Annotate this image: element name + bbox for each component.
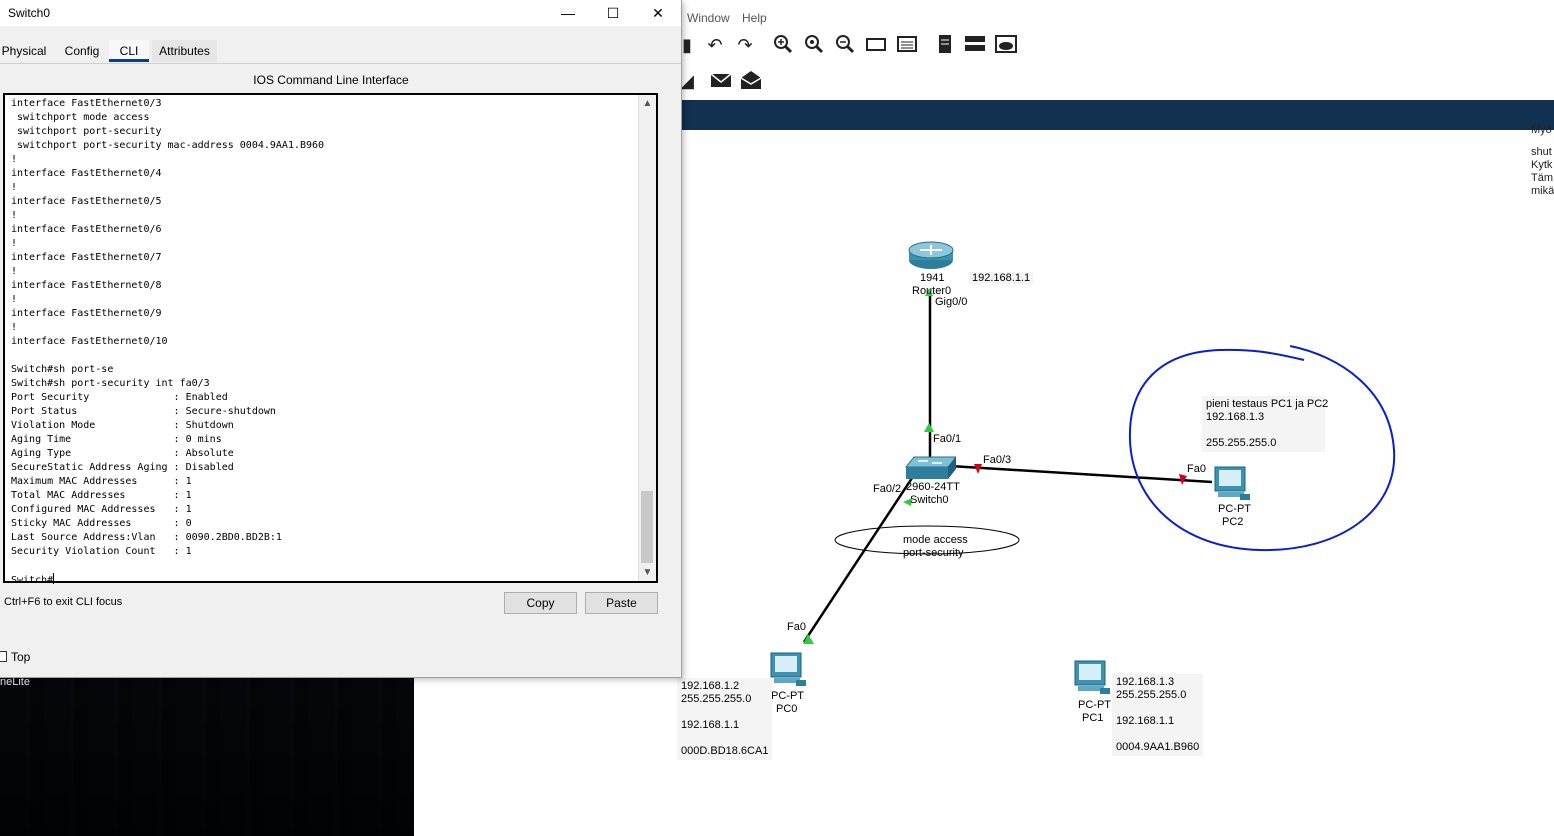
pc-icon (770, 652, 806, 686)
open-mail-icon[interactable] (740, 70, 762, 92)
cli-prompt: Switch# (11, 575, 54, 586)
pc0-name: PC0 (776, 703, 798, 715)
switch-device[interactable] (904, 455, 958, 484)
top-checkbox-label: Top (11, 650, 31, 664)
router-model: 1941 (920, 272, 945, 284)
desktop-app-label: neLite (0, 676, 30, 688)
menu-window[interactable]: Window (687, 11, 730, 25)
scrollbar-thumb[interactable] (641, 491, 653, 563)
pc-icon (1074, 660, 1110, 694)
active-tab-indicator (109, 59, 149, 62)
link-light-pc2 (1179, 474, 1187, 485)
pc1-info-note: 192.168.1.3 255.255.255.0 192.168.1.1 00… (1112, 674, 1204, 756)
cli-scrollbar[interactable]: ▲ ▼ (638, 95, 656, 581)
pc1-name: PC1 (1082, 712, 1104, 724)
rectangle-icon[interactable] (865, 34, 887, 56)
switch-port-fa0-2: Fa0/2 (873, 483, 902, 495)
switch-port-fa0-1: Fa0/1 (933, 433, 962, 445)
dialog-titlebar[interactable]: Switch0 — ☐ ✕ (0, 0, 681, 26)
mail-icon[interactable] (710, 70, 732, 92)
zoom-reset-icon[interactable] (803, 34, 825, 56)
pc-icon (1214, 466, 1250, 500)
cloud-icon[interactable] (995, 34, 1017, 56)
pc0-type: PC-PT (771, 690, 804, 702)
switch-icon (904, 456, 958, 479)
tab-attributes[interactable]: Attributes (152, 40, 217, 62)
pc2-info-note: pieni testaus PC1 ja PC2 192.168.1.3 255… (1202, 396, 1328, 452)
maximize-button[interactable]: ☐ (606, 5, 620, 21)
minimize-button[interactable]: — (561, 5, 575, 21)
switch-name: Switch0 (910, 494, 949, 506)
cli-focus-hint: Ctrl+F6 to exit CLI focus (4, 596, 123, 608)
link-light-fa0-3 (974, 464, 982, 474)
device-list-icon[interactable] (964, 34, 986, 56)
link-light-fa0-1 (924, 423, 934, 432)
dialog-title: Switch0 (8, 6, 51, 20)
pc0-device[interactable] (768, 652, 808, 691)
link-switch-pc0 (802, 477, 914, 643)
link-light-pc0 (803, 634, 814, 644)
tab-physical[interactable]: Physical (1, 44, 47, 58)
router-icon (908, 241, 954, 269)
zoom-out-icon[interactable] (834, 34, 856, 56)
router-port-label: Gig0/0 (935, 296, 968, 308)
link-switch-pc2 (949, 464, 1213, 484)
pdu-icon[interactable]: ◢ (680, 71, 694, 91)
text-cursor (53, 573, 55, 584)
switch0-dialog: Switch0 — ☐ ✕ Physical Config CLI Attrib… (0, 0, 682, 678)
tab-cli[interactable]: CLI (109, 40, 149, 62)
zoom-in-icon[interactable] (772, 34, 794, 56)
pc2-name: PC2 (1222, 516, 1244, 528)
top-checkbox[interactable] (0, 651, 7, 662)
pc2-type: PC-PT (1218, 503, 1251, 515)
pc0-port-label: Fa0 (787, 621, 806, 633)
switch-note-line1: mode access (903, 534, 968, 546)
clipboard-icon[interactable]: ▮ (682, 35, 692, 55)
copy-button[interactable]: Copy (504, 592, 577, 614)
pc1-device[interactable] (1072, 660, 1112, 699)
router-name: Router0 (912, 285, 952, 297)
switch-port-fa0-3: Fa0/3 (983, 454, 1012, 466)
pc2-device[interactable] (1212, 466, 1252, 505)
paste-button[interactable]: Paste (585, 592, 658, 614)
switch-model: 2960-24TT (906, 481, 960, 493)
tab-config[interactable]: Config (64, 44, 100, 58)
menu-help[interactable]: Help (742, 11, 767, 25)
cli-console[interactable]: interface FastEthernet0/3 switchport mod… (3, 93, 658, 586)
router-device[interactable] (908, 240, 954, 273)
router-ip-note: 192.168.1.1 (969, 272, 1034, 284)
cli-heading: IOS Command Line Interface (253, 73, 409, 87)
pc0-info-note: 192.168.1.2 255.255.255.0 192.168.1.1 00… (677, 678, 773, 760)
scroll-down-arrow-icon[interactable]: ▼ (642, 567, 653, 578)
cli-output[interactable]: interface FastEthernet0/3 switchport mod… (11, 97, 639, 588)
palette-icon[interactable] (896, 34, 918, 56)
desktop-wallpaper (0, 676, 414, 836)
pc2-port-label: Fa0 (1187, 463, 1206, 475)
close-button[interactable]: ✕ (652, 5, 664, 21)
document-icon[interactable] (934, 34, 956, 56)
cli-output-text: interface FastEthernet0/3 switchport mod… (11, 98, 325, 557)
topology-header-bar (682, 100, 1554, 130)
switch-note-line2: port-security (903, 547, 964, 559)
redo-icon[interactable]: ↷ (737, 35, 753, 55)
pc1-type: PC-PT (1078, 699, 1111, 711)
undo-icon[interactable]: ↶ (707, 35, 723, 55)
dialog-tabs: Physical Config CLI Attributes (0, 40, 681, 62)
side-note-text: Myö shut Kytk Täm mikä (1531, 124, 1554, 197)
scroll-up-arrow-icon[interactable]: ▲ (642, 98, 653, 109)
